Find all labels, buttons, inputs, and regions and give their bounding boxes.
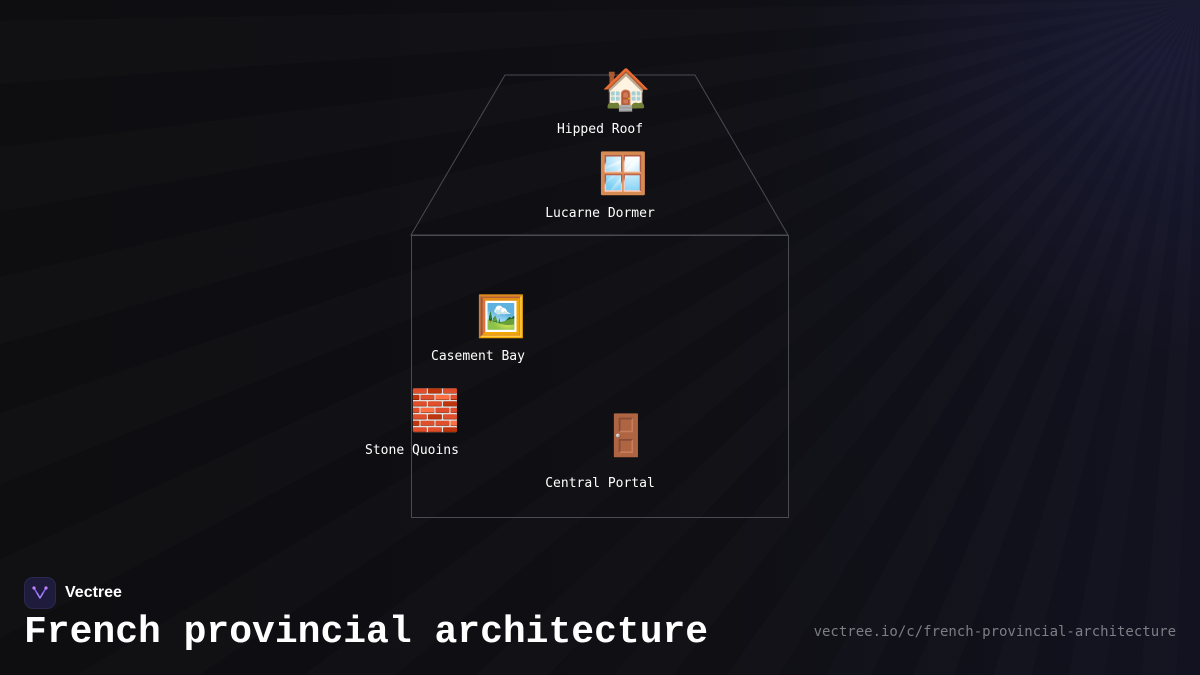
node-stone-quoins[interactable]: 🧱 Stone Quoins (364, 387, 460, 458)
page-url[interactable]: vectree.io/c/french-provincial-architect… (813, 624, 1176, 640)
node-lucarne-dormer[interactable]: 🪟 Lucarne Dormer (545, 150, 655, 221)
framed-picture-icon: 🖼️ (476, 294, 526, 340)
node-label: Lucarne Dormer (545, 206, 655, 221)
node-label: Central Portal (545, 476, 655, 491)
window-icon: 🪟 (598, 151, 648, 197)
brand-name: Vectree (65, 584, 122, 601)
node-hipped-roof[interactable]: 🏠 Hipped Roof (549, 66, 651, 137)
page-title: French provincial architecture (24, 611, 709, 654)
node-central-portal[interactable]: 🚪 Central Portal (545, 412, 655, 491)
house-icon: 🏠 (601, 67, 651, 113)
brick-icon: 🧱 (410, 388, 460, 434)
brand[interactable]: Vectree (24, 577, 122, 609)
door-icon: 🚪 (601, 413, 651, 459)
vectree-logo-icon (24, 577, 56, 609)
node-label: Casement Bay (431, 349, 525, 364)
node-label: Hipped Roof (556, 122, 644, 137)
node-label: Stone Quoins (365, 443, 459, 458)
wall-outline (411, 235, 789, 518)
node-casement-bay[interactable]: 🖼️ Casement Bay (430, 293, 526, 364)
